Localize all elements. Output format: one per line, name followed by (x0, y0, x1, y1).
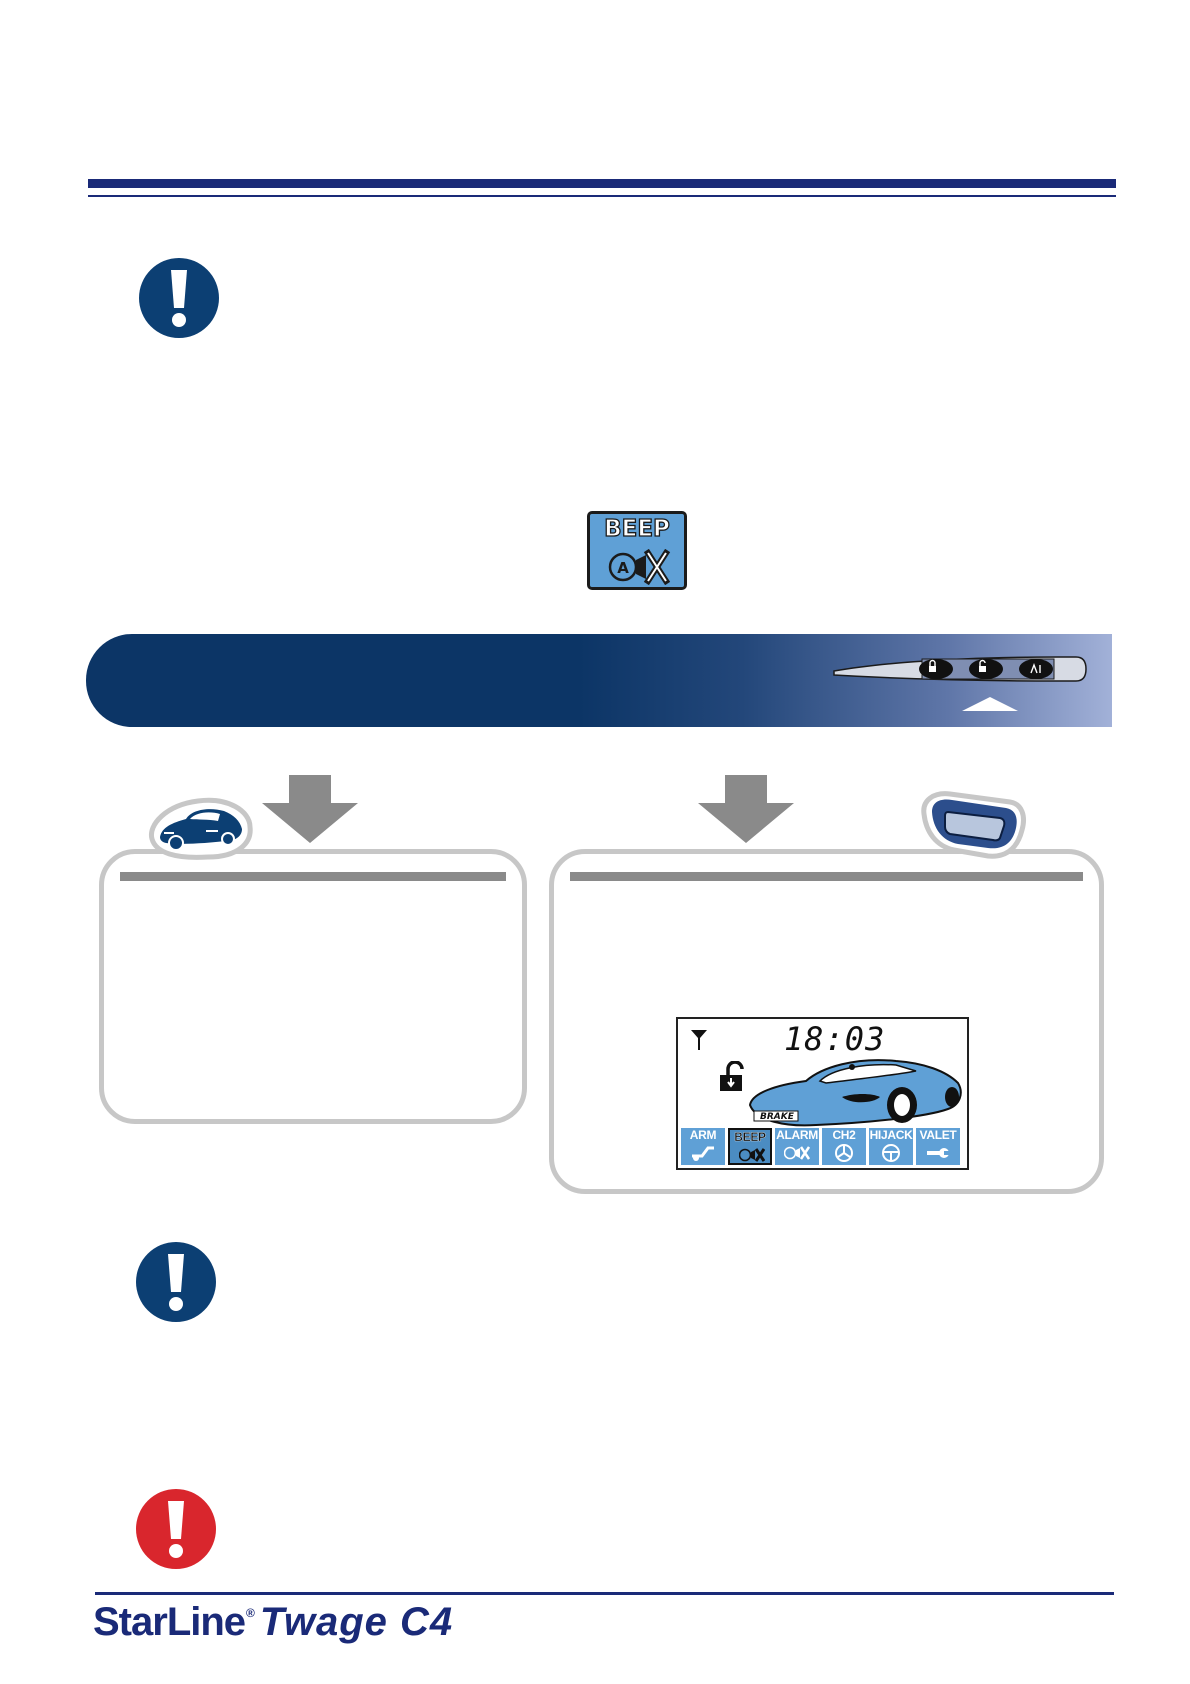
antenna-signal-icon (691, 1030, 707, 1050)
vehicle-info-panel (99, 849, 527, 1124)
lcd-display: 18:03 BRAKE ARM BEEP (676, 1017, 969, 1170)
lcd-menu-alarm: ALARM (775, 1128, 819, 1165)
lcd-menu-label: VALET (919, 1128, 957, 1142)
lcd-menu-arm: ARM (681, 1128, 725, 1165)
lcd-menu-bar: ARM BEEP ALARM CH2 (681, 1128, 960, 1165)
header-rule-thin (88, 195, 1116, 197)
key-fob-top-icon (833, 656, 1087, 711)
brand-model: Twage C4 (259, 1600, 454, 1644)
lcd-menu-label: BEEP (734, 1130, 766, 1144)
lcd-menu-label: ALARM (776, 1128, 818, 1142)
section-banner (86, 634, 1112, 727)
brand-registered-mark: ® (246, 1606, 255, 1620)
down-arrow-icon (262, 775, 358, 843)
car-brake-label: BRAKE (760, 1112, 795, 1122)
footer-rule (95, 1592, 1114, 1595)
footer-brand: StarLine® Twage C4 (93, 1600, 453, 1645)
lcd-menu-hijack: HIJACK (869, 1128, 913, 1165)
header-rule-thick (88, 179, 1116, 188)
note-exclamation-icon (139, 258, 219, 338)
alarm-icon (784, 1146, 810, 1160)
lcd-menu-valet: VALET (916, 1128, 960, 1165)
arm-icon (692, 1146, 714, 1161)
unlocked-padlock-icon (720, 1061, 744, 1091)
beep-mode-icon: BEEP A (587, 511, 687, 590)
channel2-icon (835, 1144, 853, 1162)
valet-icon (927, 1148, 950, 1158)
lcd-menu-ch2: CH2 (822, 1128, 866, 1165)
silent-horn-icon: A (608, 549, 671, 585)
beep-silent-icon (739, 1148, 765, 1162)
hijack-icon (882, 1144, 900, 1162)
lcd-menu-beep: BEEP (728, 1128, 772, 1165)
lcd-car-icon: BRAKE (748, 1059, 962, 1127)
warning-exclamation-icon (136, 1489, 216, 1569)
lcd-menu-label: ARM (689, 1128, 717, 1142)
note-exclamation-icon (136, 1242, 216, 1322)
beep-icon-label: BEEP (603, 515, 670, 542)
brand-name: StarLine (93, 1600, 246, 1644)
lcd-menu-label: CH2 (832, 1128, 856, 1142)
lcd-menu-label: HIJACK (869, 1128, 913, 1142)
horn-letter: A (617, 559, 629, 577)
lcd-clock: 18:03 (784, 1020, 886, 1058)
down-arrow-icon (698, 775, 794, 843)
panel-header-bar (570, 872, 1083, 881)
pointer-triangle-icon (962, 697, 1018, 711)
car-icon (148, 797, 253, 860)
panel-header-bar (120, 872, 506, 881)
remote-fob-icon (921, 791, 1026, 859)
